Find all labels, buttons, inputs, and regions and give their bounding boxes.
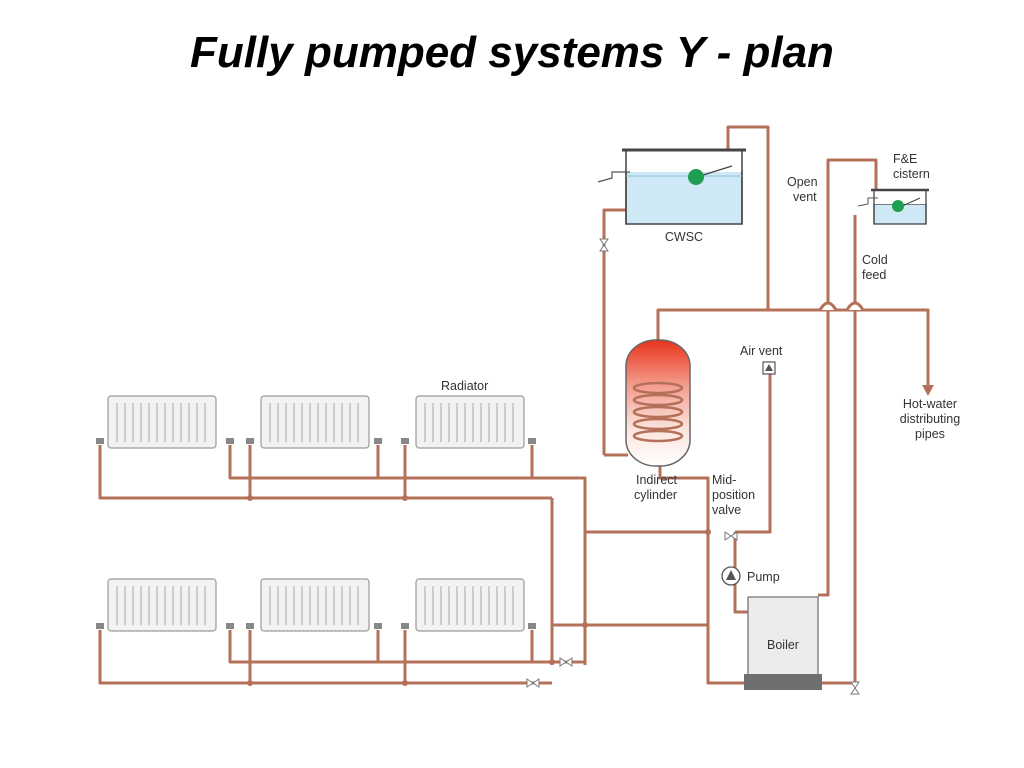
radiator-icon: [260, 578, 370, 632]
mid-position-valve-icon: [724, 531, 738, 541]
radiator-icon: [107, 578, 217, 632]
indirect-cylinder: [625, 339, 691, 467]
radiator-icon: [415, 395, 525, 449]
label-open-vent-2: vent: [793, 190, 817, 204]
label-cold-feed-2: feed: [862, 268, 886, 282]
label-cwsc: CWSC: [665, 230, 703, 244]
radiator-icon: [415, 578, 525, 632]
label-cold-feed: Cold: [862, 253, 888, 267]
label-mid-position-valve-2: position: [712, 488, 755, 502]
pipe-junctions: [247, 495, 711, 686]
float-ball-icon: [892, 200, 904, 212]
boiler: [744, 596, 822, 690]
valve-icon: [526, 678, 540, 688]
pipe-crossovers: [818, 301, 865, 311]
radiator-valves: [96, 438, 536, 629]
drain-valve-icon: [850, 681, 860, 695]
label-open-vent: Open: [787, 175, 818, 189]
label-air-vent: Air vent: [740, 344, 783, 358]
label-boiler: Boiler: [767, 638, 799, 652]
label-indirect-cylinder: Indirect: [636, 473, 678, 487]
float-ball-icon: [688, 169, 704, 185]
fe-cistern: [857, 188, 929, 225]
label-radiator: Radiator: [441, 379, 488, 393]
valve-icon: [559, 657, 573, 667]
pump-icon: [721, 566, 741, 586]
cwsc-tank: [597, 148, 746, 225]
radiator-icon: [107, 395, 217, 449]
radiator-icon: [260, 395, 370, 449]
valve-icon: [599, 238, 609, 252]
pipework: [98, 125, 930, 685]
label-hot-water-2: distributing: [900, 412, 960, 426]
label-hot-water: Hot-water: [903, 397, 957, 411]
label-hot-water-3: pipes: [915, 427, 945, 441]
page-title: Fully pumped systems Y - plan: [190, 28, 834, 77]
label-indirect-cylinder-2: cylinder: [634, 488, 677, 502]
label-fe-cistern: F&E: [893, 152, 917, 166]
label-pump: Pump: [747, 570, 780, 584]
label-fe-cistern-2: cistern: [893, 167, 930, 181]
air-vent-icon: [762, 361, 776, 375]
label-mid-position-valve: Mid-: [712, 473, 736, 487]
label-mid-position-valve-3: valve: [712, 503, 741, 517]
flow-arrow-icon: [922, 385, 934, 396]
